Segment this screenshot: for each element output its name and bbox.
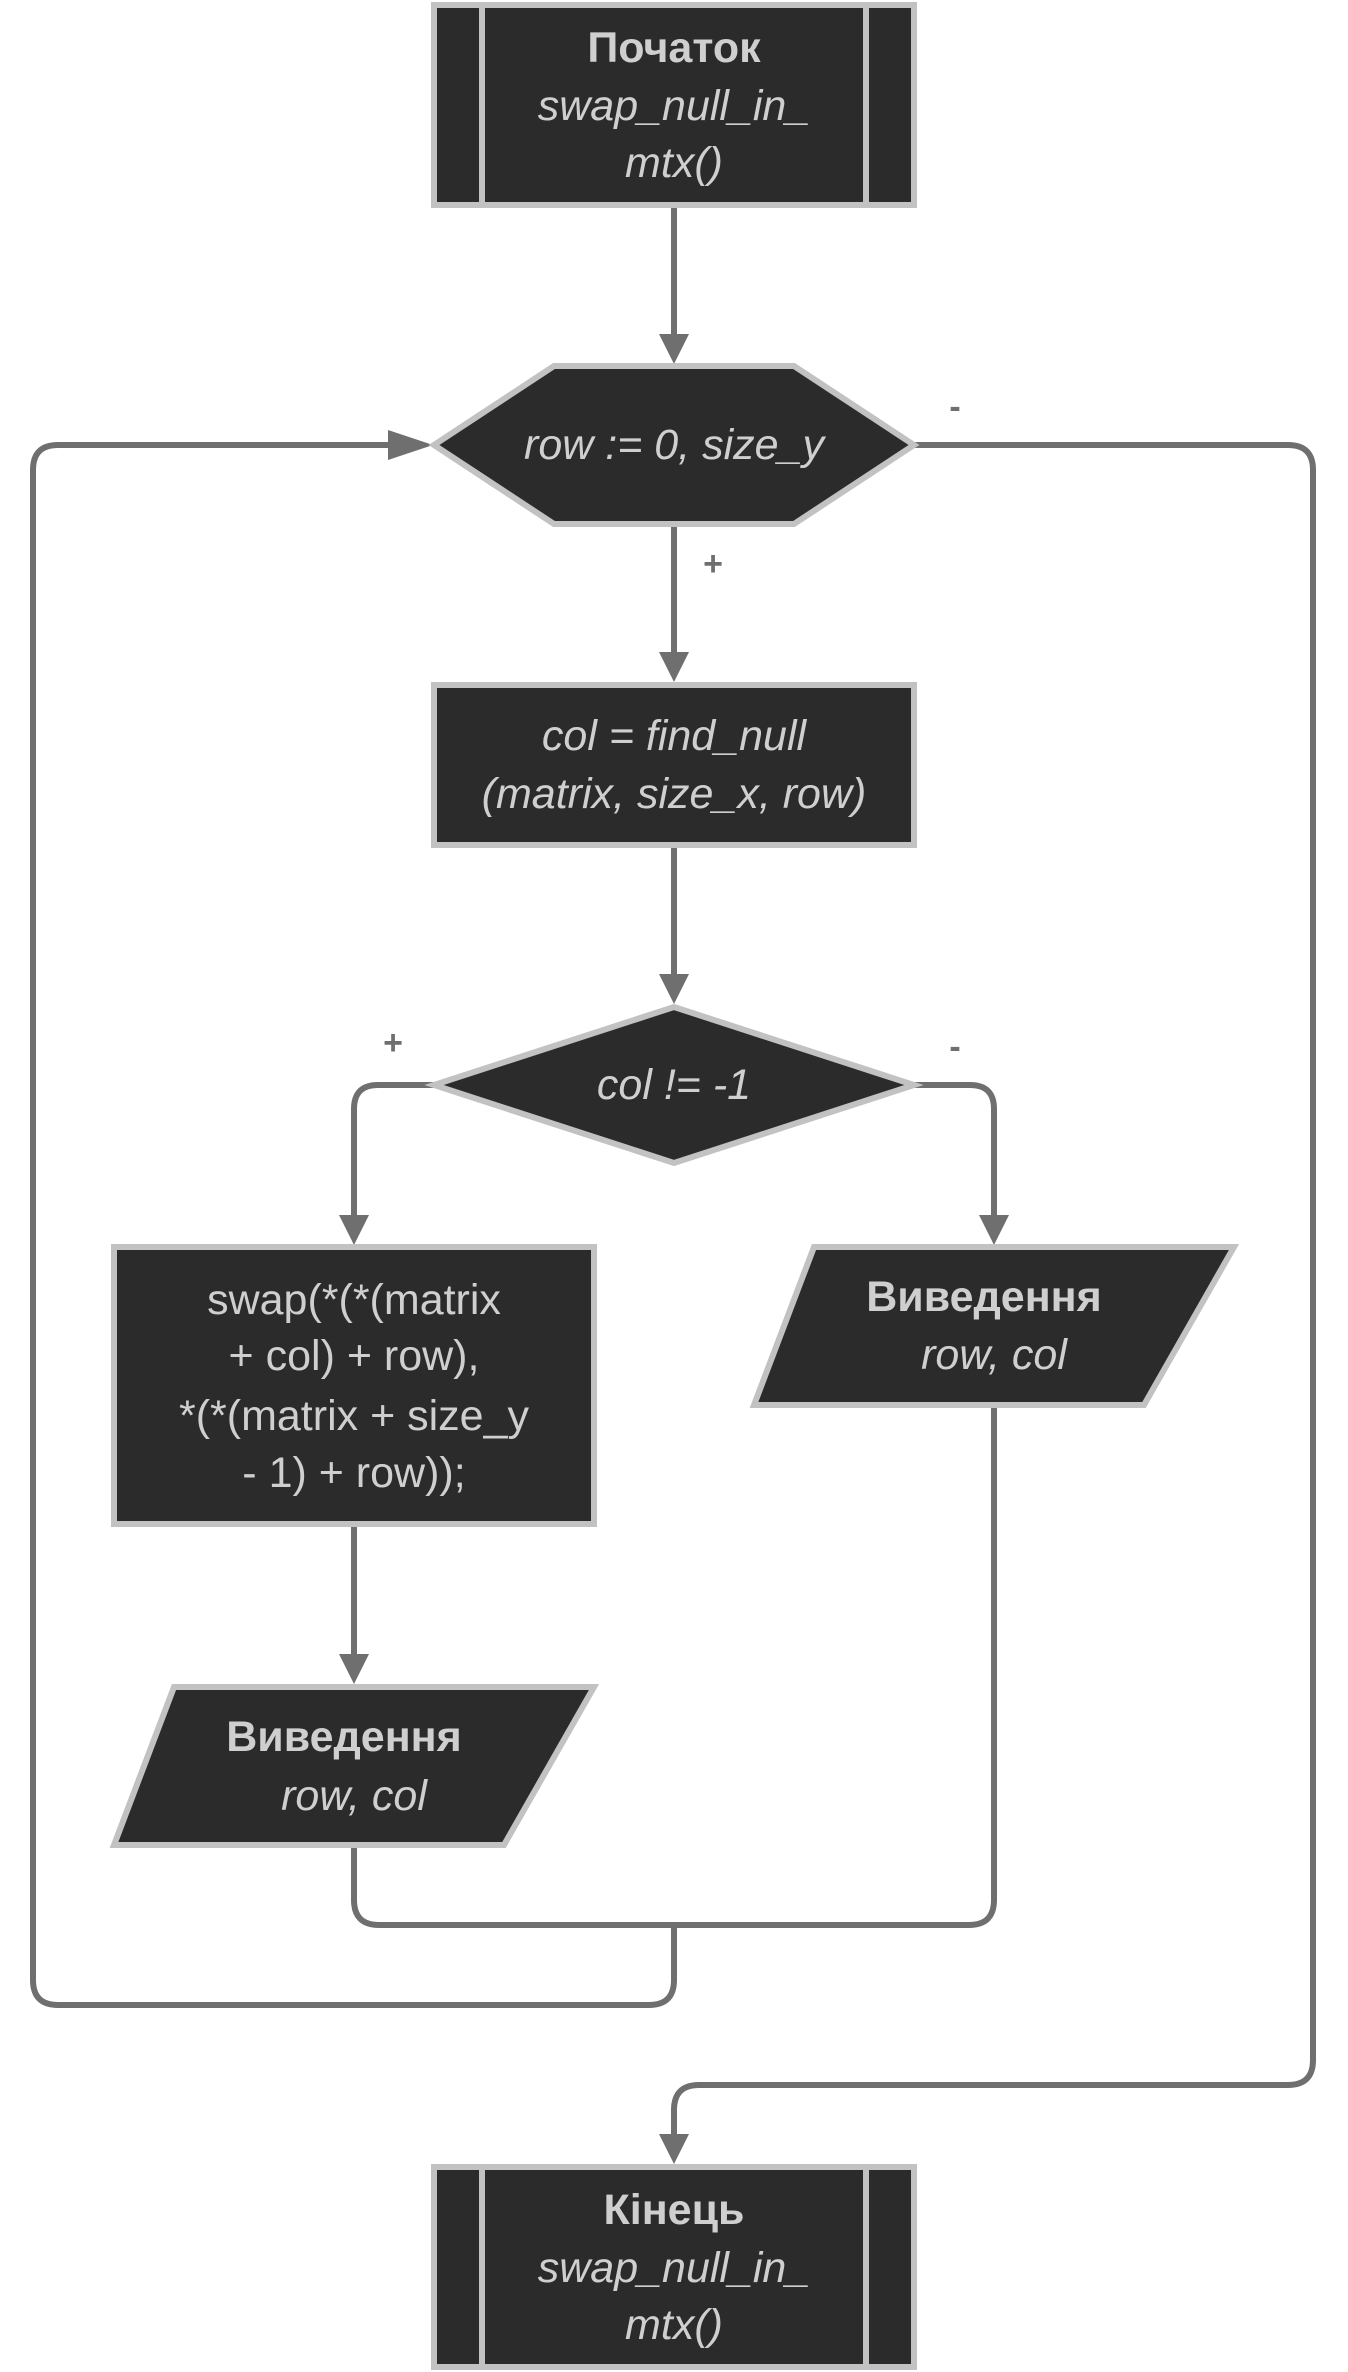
arrowhead: [339, 1654, 369, 1684]
arrowhead: [659, 974, 689, 1004]
output-right-vars: row, col: [921, 1331, 1068, 1379]
loop-block: row := 0, size_y: [428, 363, 920, 527]
end-title: Кінець: [604, 2186, 745, 2234]
assign-line1: col = find_null: [542, 712, 808, 760]
connectors: [30, 205, 1316, 2164]
arrowhead: [659, 334, 689, 364]
start-block: Початок swap_null_in_ mtx(): [431, 2, 917, 208]
cond-no-label: -: [949, 1028, 960, 1066]
assign-line2: (matrix, size_x, row): [482, 770, 867, 818]
loop-body-label: +: [703, 545, 723, 583]
arrowhead: [979, 1215, 1009, 1245]
arrowhead: [388, 430, 433, 460]
swap-line1: swap(*(*(matrix: [207, 1276, 501, 1324]
output-left-vars: row, col: [281, 1772, 428, 1820]
edge-cond-no: [911, 1082, 997, 1219]
assign-block: col = find_null (matrix, size_x, row): [431, 682, 917, 848]
swap-line2: + col) + row),: [229, 1332, 480, 1380]
end-function-line1: swap_null_in_: [538, 2244, 811, 2292]
start-title: Початок: [587, 24, 761, 72]
end-block: Кінець swap_null_in_ mtx(): [431, 2164, 917, 2370]
swap-line4: - 1) + row));: [242, 1449, 465, 1497]
output-right-title: Виведення: [866, 1273, 1102, 1321]
output-left-title: Виведення: [226, 1713, 462, 1761]
arrowhead: [339, 1215, 369, 1245]
loop-exit-label: -: [949, 388, 960, 426]
edge-loop-exit: [671, 442, 1316, 2138]
edge-cond-yes: [351, 1082, 437, 1219]
swap-line3: *(*(matrix + size_y: [179, 1392, 530, 1440]
start-function-line1: swap_null_in_: [538, 82, 811, 130]
output-right-block: Виведення row, col: [749, 1244, 1240, 1408]
cond-yes-label: +: [383, 1024, 403, 1062]
arrowhead: [659, 2134, 689, 2164]
condition-block: col != -1: [424, 1003, 924, 1167]
edge-loop-back: [30, 442, 677, 2008]
end-function-line2: mtx(): [625, 2301, 723, 2349]
output-left-block: Виведення row, col: [109, 1684, 600, 1848]
arrowhead: [659, 652, 689, 682]
condition-text: col != -1: [597, 1061, 751, 1109]
start-function-line2: mtx(): [625, 139, 723, 187]
loop-condition: row := 0, size_y: [524, 421, 826, 469]
swap-block: swap(*(*(matrix + col) + row), *(*(matri…: [111, 1244, 597, 1527]
